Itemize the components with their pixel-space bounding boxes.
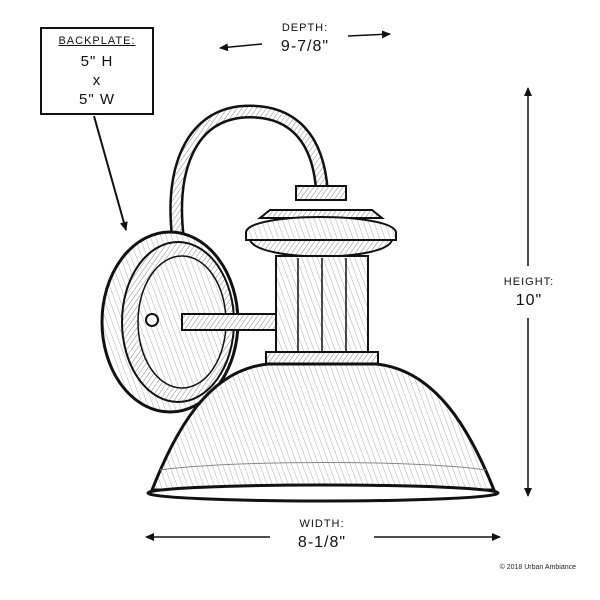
backplate-height-value: 5" H [80, 53, 114, 70]
backplate-label: BACKPLATE: [58, 35, 136, 47]
backplate-times-symbol: x [92, 72, 102, 89]
width-value: 8-1/8" [297, 534, 347, 551]
backplate-pointer-arrow [93, 115, 128, 231]
backplate-callout: BACKPLATE: 5" H x 5" W [40, 27, 154, 115]
copyright-text: © 2018 Urban Ambiance [499, 564, 576, 571]
connecting-rod [181, 313, 279, 331]
lantern-neck [265, 255, 379, 365]
backplate-width-value: 5" W [79, 91, 115, 108]
lantern-cap [245, 185, 397, 258]
width-label: WIDTH: [299, 518, 345, 530]
backplate [100, 230, 240, 414]
depth-arrow-left [219, 43, 263, 52]
height-value: 10" [515, 292, 543, 309]
height-label: HEIGHT: [503, 276, 555, 288]
depth-value: 9-7/8" [280, 38, 330, 55]
depth-arrow-right [347, 30, 391, 39]
depth-label: DEPTH: [281, 22, 329, 34]
lantern-shade [146, 362, 500, 503]
